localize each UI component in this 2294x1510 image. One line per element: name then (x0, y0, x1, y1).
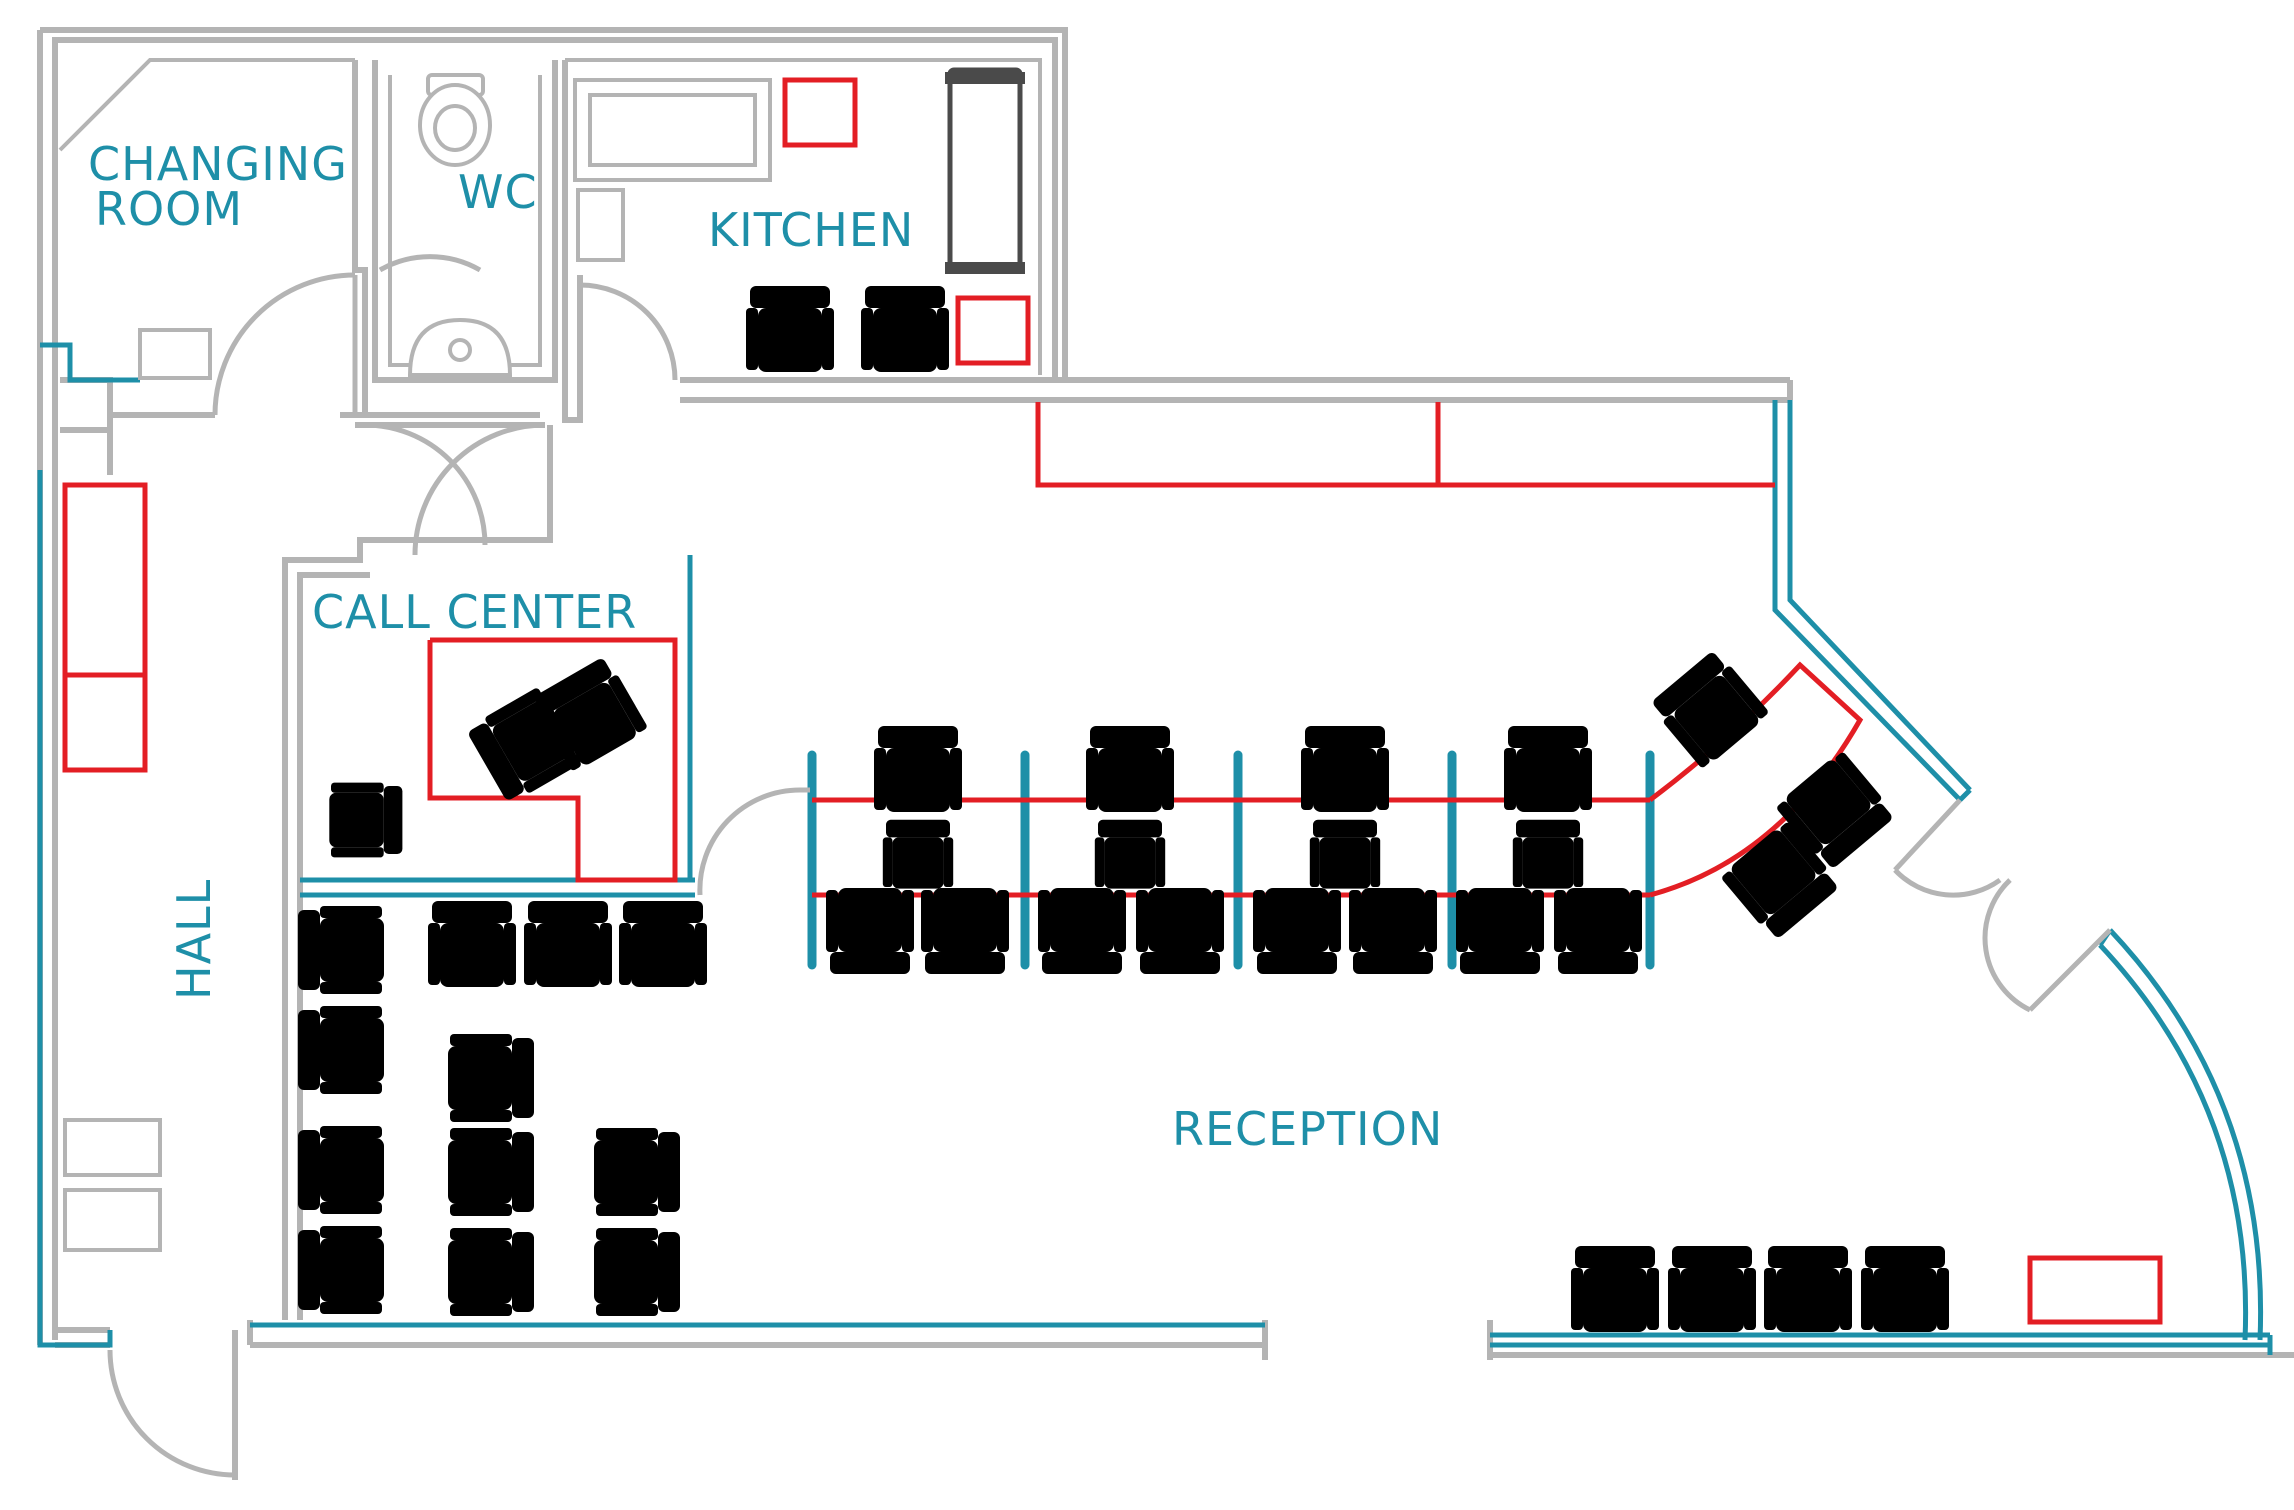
kitchen-appliance-bottom (955, 295, 1031, 366)
chair-icon (329, 782, 403, 858)
label-wc: WC (458, 165, 538, 219)
toilet-icon (418, 73, 492, 167)
hall-cabinet-lower (62, 672, 148, 773)
chair-icon (826, 888, 914, 974)
chair-icon (1554, 888, 1642, 974)
chair-icon (1309, 819, 1381, 889)
doors (107, 254, 2112, 1478)
chair-icon (594, 1228, 680, 1316)
label-call-center: CALL CENTER (312, 585, 637, 639)
chair-icon (428, 901, 516, 987)
kitchen-appliance-top (782, 77, 858, 148)
chair-icon (1253, 888, 1341, 974)
reception-side-cabinet (2027, 1255, 2163, 1325)
chair-icon (1571, 1246, 1659, 1332)
chair-icon (921, 888, 1009, 974)
chair-icon (298, 1006, 384, 1094)
kitchen-table (945, 67, 1025, 274)
chair-icon (1512, 819, 1584, 889)
chair-icon (448, 1228, 534, 1316)
chair-icon (1136, 888, 1224, 974)
label-reception: RECEPTION (1172, 1102, 1443, 1156)
chair-icon (1764, 1246, 1852, 1332)
chair-icon (1349, 888, 1437, 974)
chair-icon (298, 1126, 384, 1214)
chair-icon (874, 726, 962, 812)
kitchen-fridge (576, 188, 625, 262)
hall-cabinet-upper (62, 482, 148, 678)
chair-icon (1301, 726, 1389, 812)
chair-icon (1504, 726, 1592, 812)
chair-icon (594, 1128, 680, 1216)
fixtures (138, 67, 1025, 380)
room-labels: CHANGING ROOM WC KITCHEN CALL CENTER HAL… (88, 137, 1443, 1156)
call-center-desk (427, 637, 678, 883)
chair-icon (1086, 726, 1174, 812)
chair-icon (1668, 1246, 1756, 1332)
chair-icon (524, 901, 612, 987)
label-changing-room-line1: CHANGING (88, 137, 348, 191)
chair-icon (298, 906, 384, 994)
wc-sink-icon (407, 317, 513, 377)
chair-icon (1038, 888, 1126, 974)
chair-icon (298, 1226, 384, 1314)
chair-icon (1861, 1246, 1949, 1332)
glass-partitions (37, 342, 2273, 1355)
changing-bench (138, 328, 212, 380)
label-kitchen: KITCHEN (708, 203, 914, 257)
label-hall: HALL (167, 879, 221, 1000)
chair-icon (619, 901, 707, 987)
chair-icon (1648, 648, 1771, 771)
chair-icon (448, 1034, 534, 1122)
chair-icon (746, 286, 834, 372)
chair-icon (861, 286, 949, 372)
chair-icon (882, 819, 954, 889)
chair-icon (448, 1128, 534, 1216)
chair-icon (1456, 888, 1544, 974)
label-changing-room-line2: ROOM (95, 182, 243, 236)
reception-storage (1035, 402, 1775, 488)
chair-icon (1094, 819, 1166, 889)
